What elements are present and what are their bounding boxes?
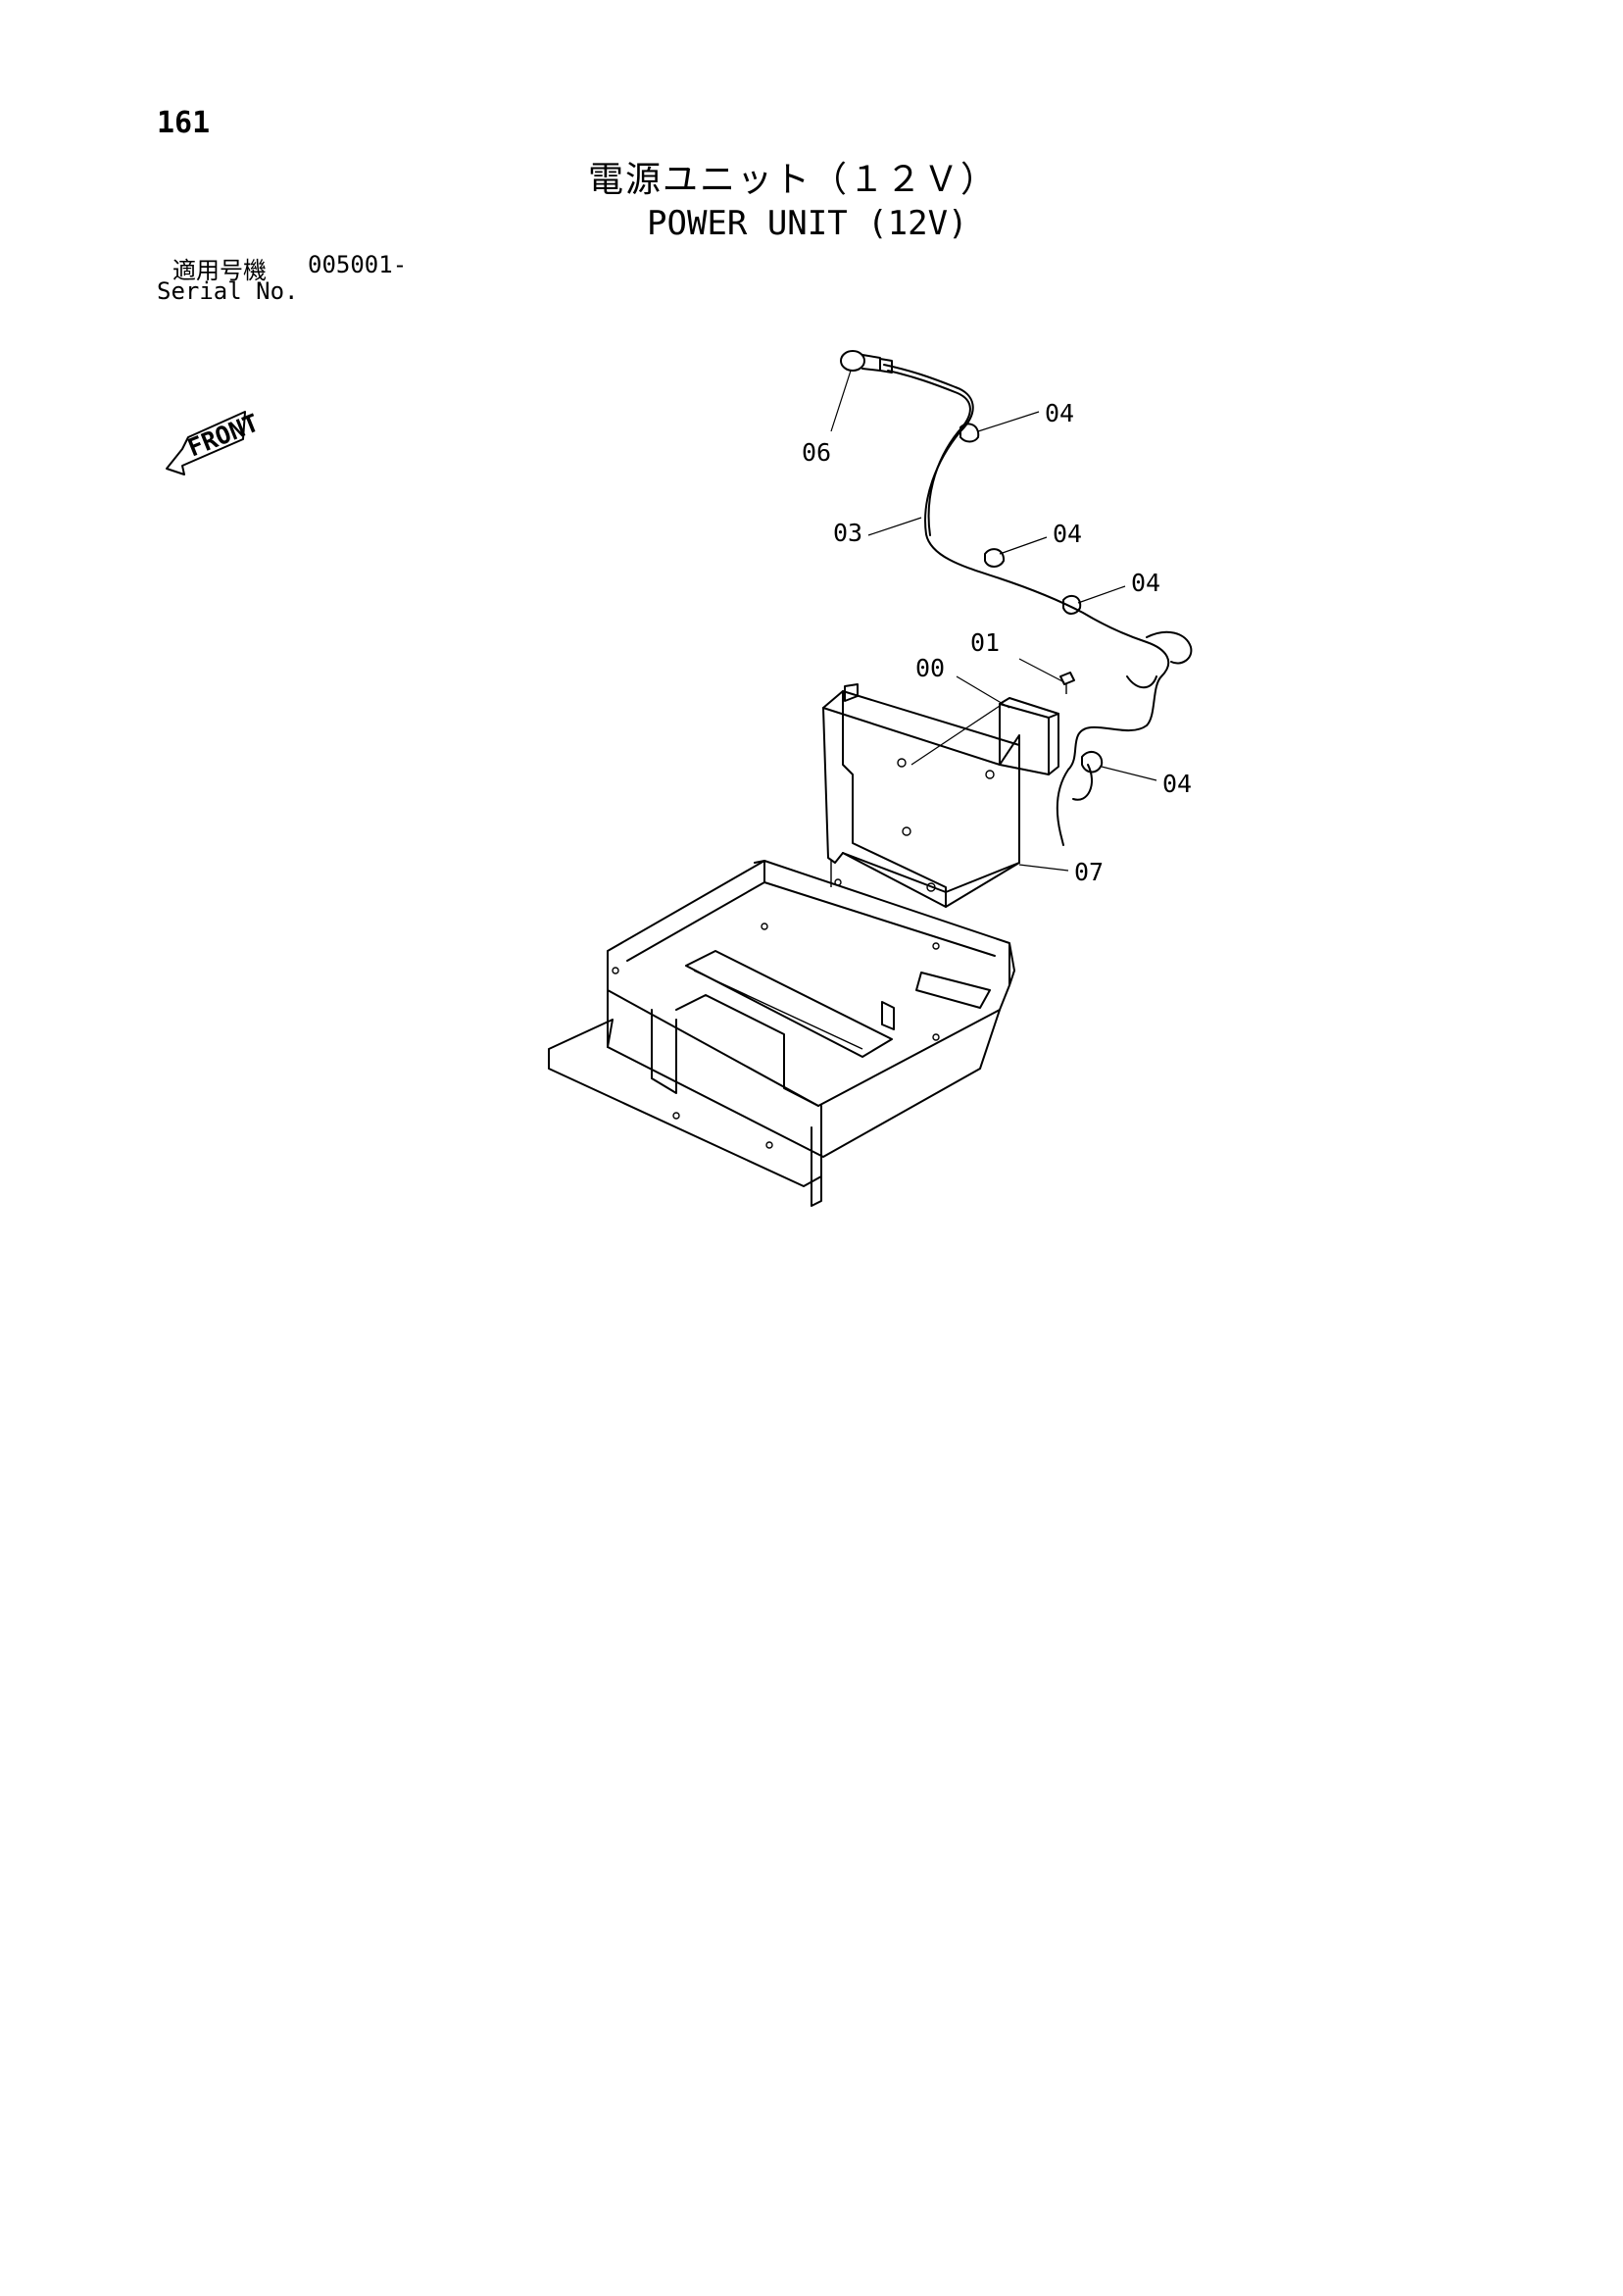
screw-part-01 bbox=[1059, 672, 1075, 694]
callout-07: 07 bbox=[1074, 858, 1104, 886]
serial-label-japanese: 適用号機 bbox=[172, 257, 267, 284]
front-label: FRONT bbox=[183, 408, 263, 462]
page-title-english: POWER UNIT (12V) bbox=[647, 204, 968, 243]
callout-04: 04 bbox=[1045, 399, 1074, 427]
callout-06: 06 bbox=[802, 438, 831, 467]
serial-number-range: 005001- bbox=[308, 251, 408, 278]
page-number: 161 bbox=[157, 106, 211, 140]
callout-04: 04 bbox=[1131, 569, 1160, 597]
harness-part-03 bbox=[883, 364, 1193, 846]
page-title-japanese: 電源ユニット（１２Ｖ） bbox=[588, 160, 999, 200]
callout-01: 01 bbox=[970, 628, 1000, 657]
connector-part-06 bbox=[840, 350, 893, 374]
clamp-part-04 bbox=[959, 423, 1104, 774]
bracket-part-07 bbox=[822, 683, 1020, 908]
floor-frame bbox=[548, 860, 1015, 1207]
callout-03: 03 bbox=[833, 519, 862, 547]
callout-04: 04 bbox=[1053, 520, 1082, 548]
serial-label-english: Serial No. bbox=[157, 277, 299, 305]
callout-04: 04 bbox=[1162, 770, 1192, 798]
front-arrow-icon: FRONT bbox=[166, 408, 263, 475]
callout-00: 00 bbox=[915, 654, 945, 682]
leader-lines bbox=[830, 370, 1157, 872]
power-unit-part-00 bbox=[999, 697, 1059, 775]
